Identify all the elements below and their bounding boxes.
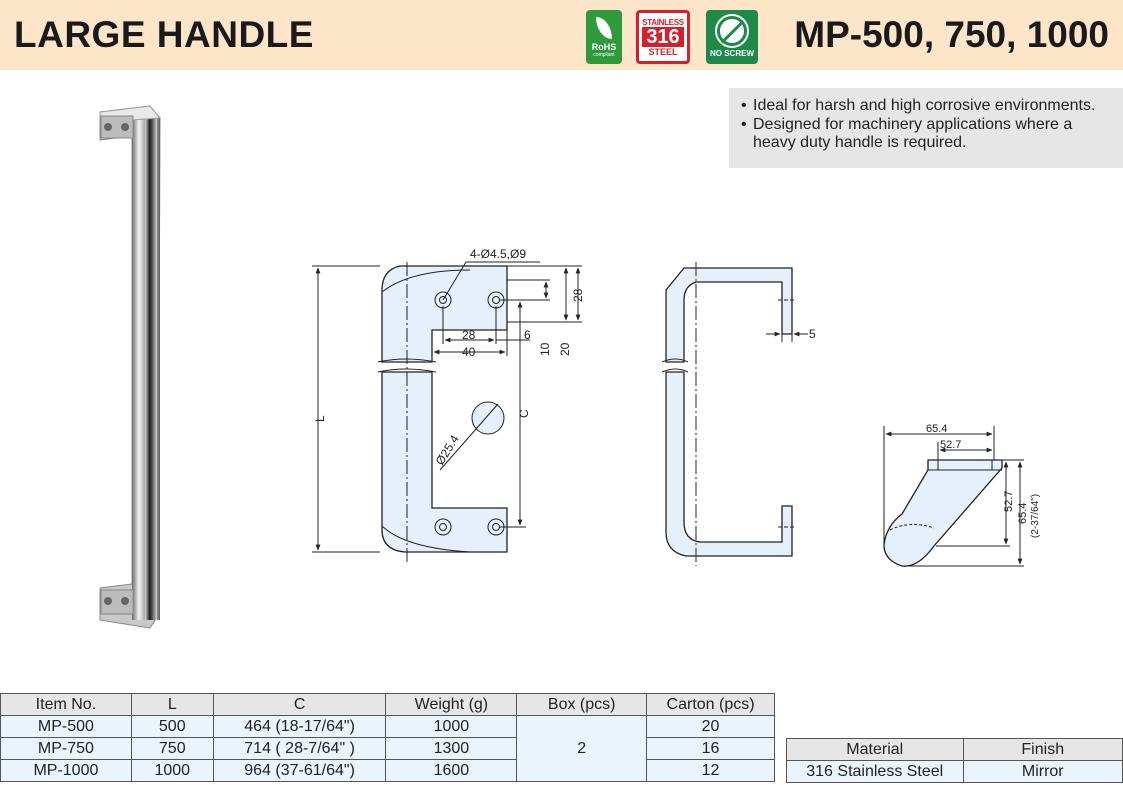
table-row: MP-500 500 464 (18-17/64") 1000 2 20 <box>0 715 775 782</box>
model-numbers: MP-500, 750, 1000 <box>794 14 1109 55</box>
cell-weight: 1300 <box>385 737 518 760</box>
dim-5: 5 <box>809 327 816 341</box>
table-row: MP-1000 1000 964 (37-61/64") 1600 12 <box>0 759 775 782</box>
dim-10: 10 <box>538 342 552 356</box>
material-table: Material Finish 316 Stainless Steel Mirr… <box>786 738 1123 783</box>
cell-finish: Mirror <box>962 760 1123 783</box>
feature-item: • Ideal for harsh and high corrosive env… <box>741 97 1096 114</box>
feature-item: • Designed for machinery applications wh… <box>741 116 1113 153</box>
dim-28-vertical: 28 <box>571 288 585 302</box>
stainless-bottom-label: STEEL <box>648 46 678 57</box>
header-box: Box (pcs) <box>516 693 648 716</box>
feature-text: Designed for machinery applications wher… <box>753 115 1073 152</box>
cell-material: 316 Stainless Steel <box>786 760 964 783</box>
cell-l: 750 <box>130 737 214 760</box>
stainless-number: 316 <box>642 26 684 47</box>
header-bar: LARGE HANDLE RoHS compliant STAINLESS 31… <box>0 0 1123 70</box>
dim-inch-equivalent: (2-37/64") <box>1030 494 1041 538</box>
dim-C: C <box>517 409 531 418</box>
cell-weight: 1600 <box>385 759 518 782</box>
header-c: C <box>212 693 387 716</box>
header-finish: Finish <box>962 738 1123 761</box>
no-screw-badge: NO SCREW <box>706 10 758 64</box>
page-title: LARGE HANDLE <box>14 14 314 55</box>
features-box: • Ideal for harsh and high corrosive env… <box>729 88 1123 168</box>
header-l: L <box>130 693 214 716</box>
material-table-header: Material Finish <box>786 738 1123 761</box>
cell-carton: 20 <box>646 715 775 738</box>
rohs-label: RoHS <box>591 41 617 52</box>
cell-c: 714 ( 28-7/64" ) <box>212 737 387 760</box>
front-view-drawing <box>381 265 508 553</box>
rohs-sub-label: compliant <box>593 51 615 58</box>
dim-65-4-horizontal: 65.4 <box>926 423 947 435</box>
dim-52-7-horizontal: 52.7 <box>940 439 961 451</box>
handle-photo <box>99 105 162 629</box>
dim-L: L <box>313 415 327 422</box>
cell-item: MP-500 <box>0 715 132 738</box>
technical-drawing: 4-Ø4.5,Ø9 28 40 6 10 20 28 L C Ø25.4 5 <box>99 105 1041 629</box>
header-weight: Weight (g) <box>385 693 518 716</box>
no-screw-label: NO SCREW <box>710 49 754 58</box>
stainless-316-badge: STAINLESS 316 STEEL <box>636 10 690 64</box>
cell-box: 2 <box>516 715 648 782</box>
cell-carton: 12 <box>646 759 775 782</box>
holes-label: 4-Ø4.5,Ø9 <box>470 247 526 261</box>
no-screw-icon <box>715 14 749 48</box>
rohs-badge: RoHS compliant <box>586 10 622 64</box>
dim-65-4-vertical: 65.4 <box>1017 503 1029 524</box>
cell-l: 1000 <box>130 759 214 782</box>
dim-20: 20 <box>558 342 572 356</box>
cell-c: 464 (18-17/64") <box>212 715 387 738</box>
dim-28-horizontal: 28 <box>462 328 476 342</box>
side-view-drawing <box>665 267 793 557</box>
header-material: Material <box>786 738 964 761</box>
cell-weight: 1000 <box>385 715 518 738</box>
cell-item: MP-750 <box>0 737 132 760</box>
feature-text: Ideal for harsh and high corrosive envir… <box>753 97 1096 114</box>
cell-item: MP-1000 <box>0 759 132 782</box>
spec-table: Item No. L C Weight (g) Box (pcs) Carton… <box>0 693 775 782</box>
spec-table-header: Item No. L C Weight (g) Box (pcs) Carton… <box>0 693 775 716</box>
cell-l: 500 <box>130 715 214 738</box>
table-row: 316 Stainless Steel Mirror <box>786 760 1123 783</box>
dim-6: 6 <box>524 328 531 342</box>
header-item-no: Item No. <box>0 693 132 716</box>
dim-40: 40 <box>462 345 476 359</box>
stainless-top-label: STAINLESS <box>642 17 684 27</box>
section-view-drawing: 65.4 52.7 52.7 65.4 (2-37/64") <box>883 423 1041 567</box>
cell-carton: 16 <box>646 737 775 760</box>
cell-c: 964 (37-61/64") <box>212 759 387 782</box>
header-carton: Carton (pcs) <box>646 693 775 716</box>
table-row: MP-750 750 714 ( 28-7/64" ) 1300 16 <box>0 737 775 760</box>
dim-52-7-vertical: 52.7 <box>1003 491 1015 512</box>
